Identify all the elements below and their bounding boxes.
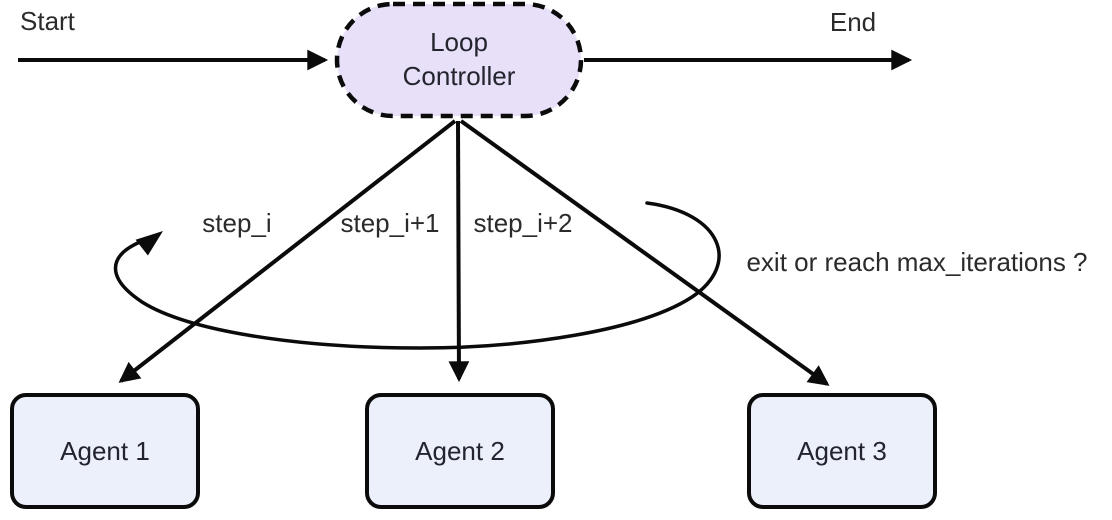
edge-to-agent-3 xyxy=(459,119,830,386)
agent-1-node xyxy=(10,393,200,509)
loop-back-arc xyxy=(113,201,721,350)
loop-condition-label: exit or reach max_iterations ? xyxy=(746,247,1087,277)
nodes-group xyxy=(10,1,937,509)
node-labels-group: Loop Controller Agent 1 Agent 2 Agent 3 xyxy=(60,27,887,466)
edge-to-agent-1 xyxy=(118,119,457,383)
edge-to-agent-2 xyxy=(448,120,470,383)
agent-1-label: Agent 1 xyxy=(60,436,150,466)
agent-2-node xyxy=(365,393,555,509)
agent-3-label: Agent 3 xyxy=(797,436,887,466)
agent-3-node xyxy=(747,393,937,509)
start-label: Start xyxy=(20,6,76,36)
step-i-plus-2-label: step_i+2 xyxy=(473,208,572,238)
loop-controller-label-line1: Loop xyxy=(430,27,488,57)
end-label: End xyxy=(830,7,876,37)
loop-arc-arrowhead-icon xyxy=(135,231,163,256)
edge-labels-group: Start End step_i step_i+1 step_i+2 exit … xyxy=(20,6,1088,277)
step-i-plus-1-label: step_i+1 xyxy=(340,208,439,238)
loop-controller-label-line2: Controller xyxy=(403,61,516,91)
agent-2-label: Agent 2 xyxy=(415,436,505,466)
edges-group xyxy=(18,49,913,386)
loop-controller-node xyxy=(334,1,584,119)
step-i-label: step_i xyxy=(202,208,271,238)
